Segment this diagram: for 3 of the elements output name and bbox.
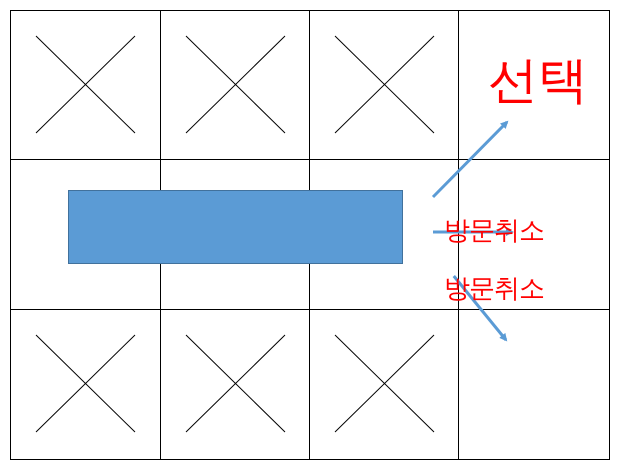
choice-text: 선택 bbox=[482, 48, 594, 112]
bar-shape bbox=[68, 190, 403, 264]
arrow bbox=[432, 120, 508, 198]
